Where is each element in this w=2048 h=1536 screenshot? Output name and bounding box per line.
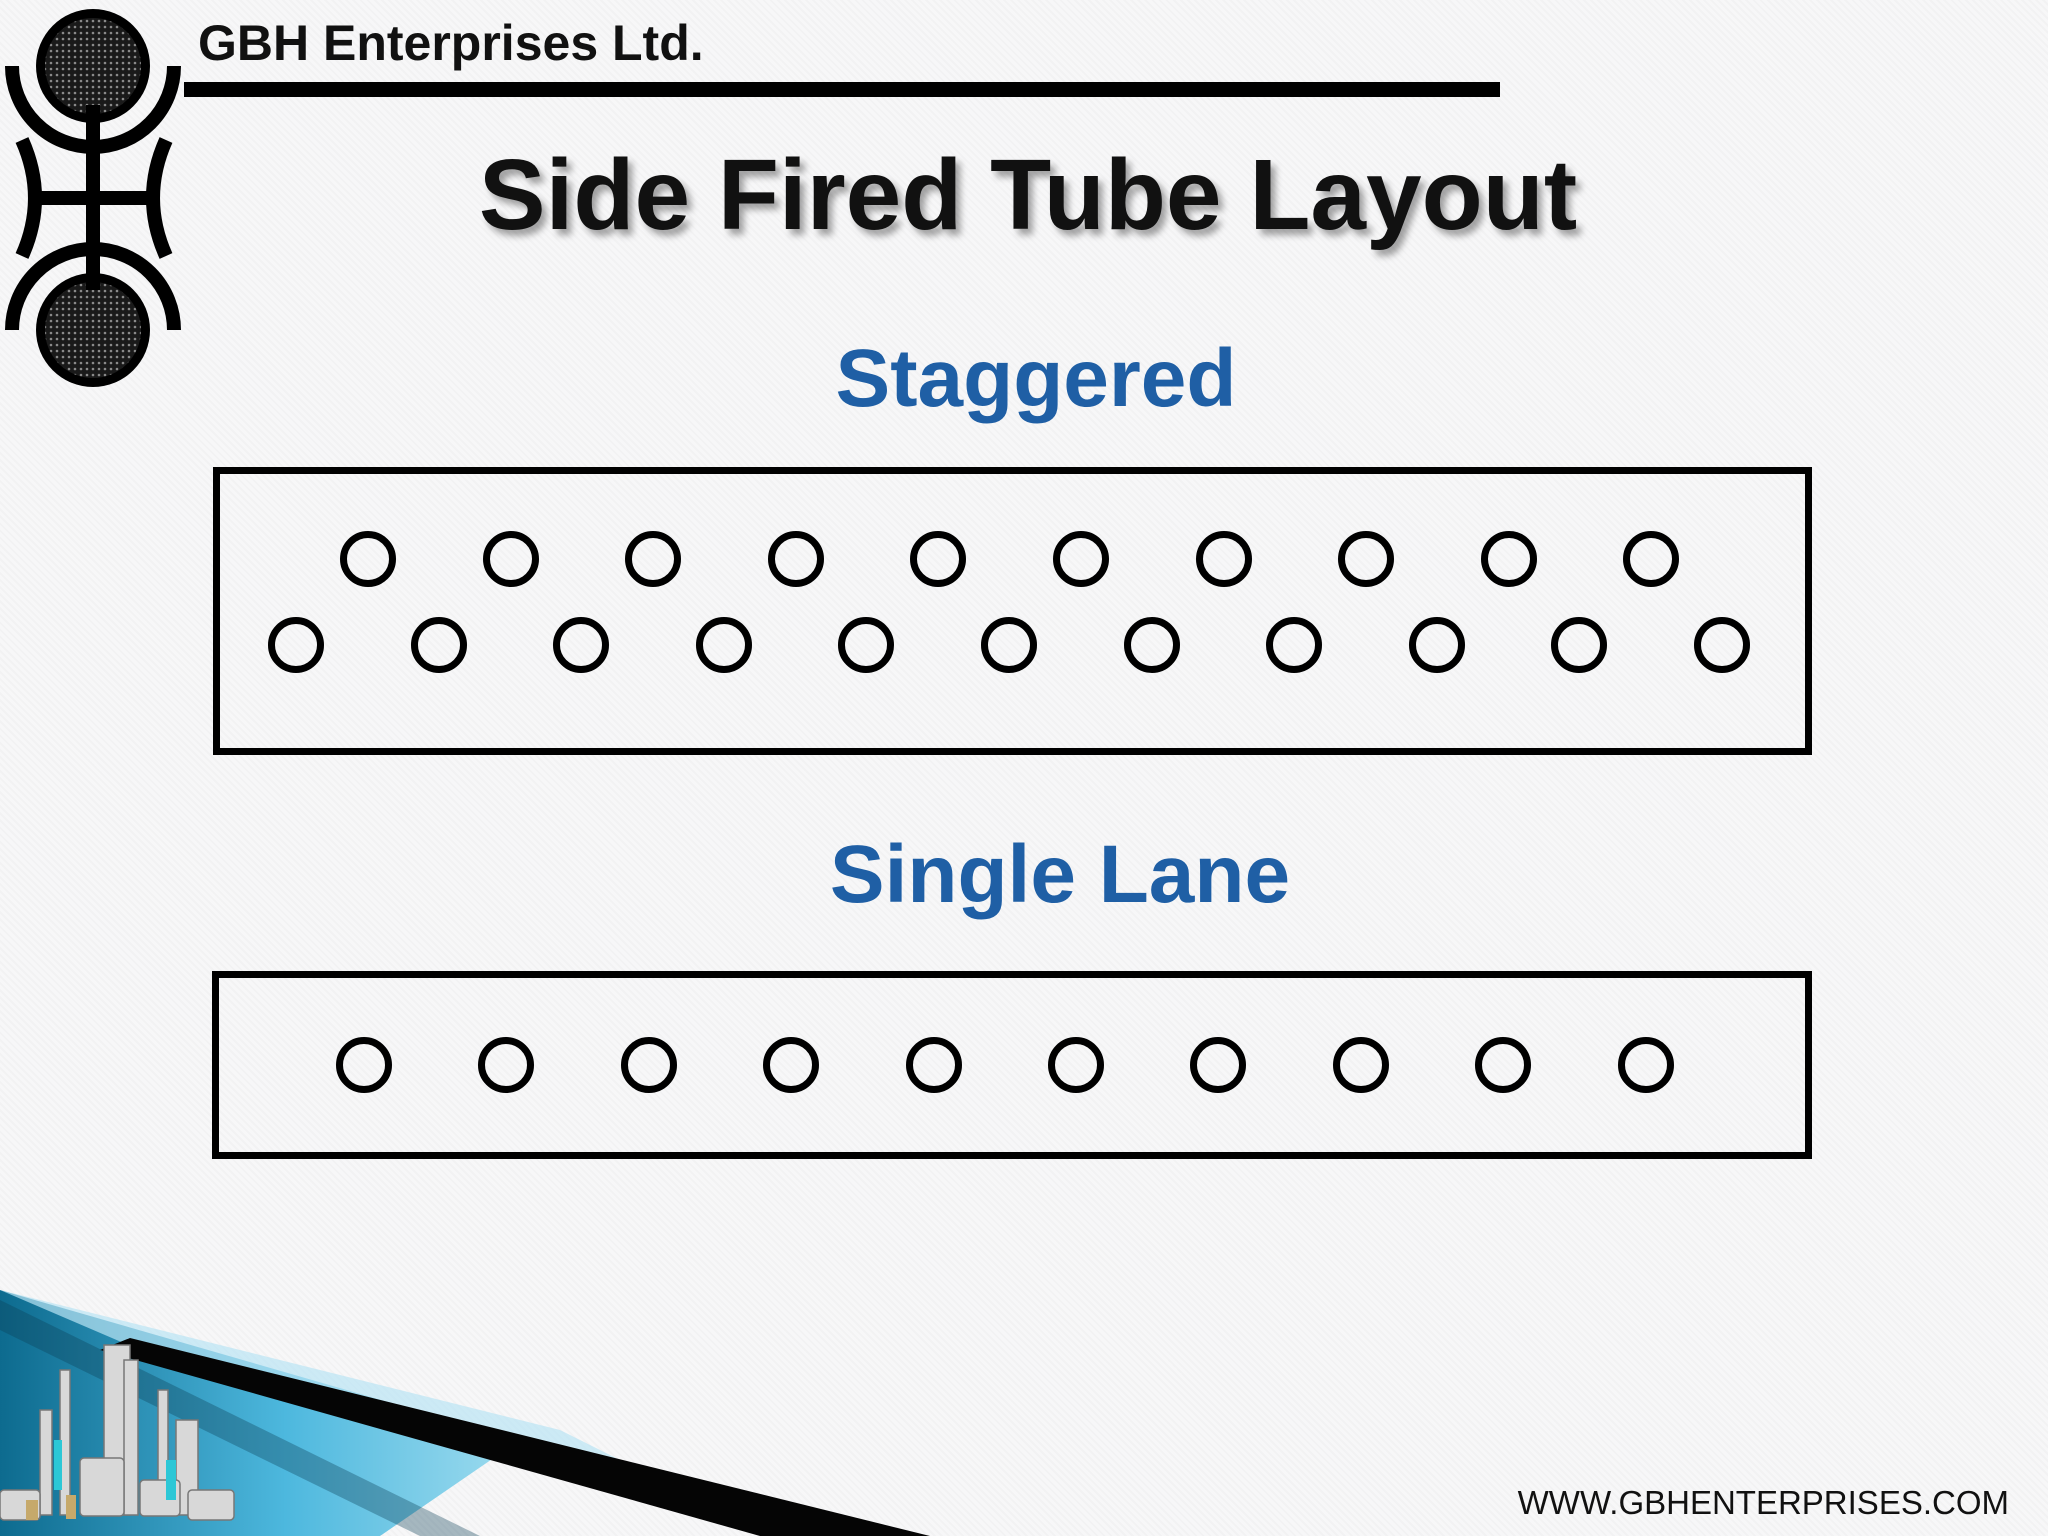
tube-staggered-lower	[1551, 617, 1608, 673]
tube-staggered-upper	[767, 531, 824, 587]
tube-staggered-lower	[695, 617, 752, 673]
tube-single-lane	[336, 1037, 392, 1093]
tube-staggered-lower	[553, 617, 610, 673]
tube-staggered-lower	[1266, 617, 1323, 673]
company-name: GBH Enterprises Ltd.	[198, 15, 704, 71]
tube-staggered-upper	[1195, 531, 1252, 587]
tube-staggered-upper	[1480, 531, 1537, 587]
industrial-plant-banner	[0, 1290, 930, 1536]
tube-staggered-lower	[981, 617, 1037, 673]
header-divider	[184, 82, 1500, 97]
tube-staggered-lower	[838, 617, 895, 673]
company-logo	[5, 9, 181, 387]
tube-staggered-upper	[1623, 531, 1680, 587]
tube-single-lane	[763, 1037, 820, 1093]
tube-staggered-upper	[1338, 531, 1395, 587]
tube-single-lane	[620, 1037, 677, 1093]
single-lane-layout-box	[212, 971, 1812, 1159]
slide-title: Side Fired Tube Layout	[478, 139, 1578, 251]
staggered-layout-box	[213, 467, 1812, 755]
tube-staggered-lower	[1408, 617, 1465, 673]
tube-single-lane	[1617, 1037, 1674, 1093]
tube-staggered-upper	[625, 531, 682, 587]
tube-staggered-upper	[340, 531, 396, 587]
tube-staggered-upper	[910, 531, 967, 587]
tube-single-lane	[1190, 1037, 1247, 1093]
tube-single-lane	[1048, 1037, 1104, 1093]
tube-staggered-upper	[1053, 531, 1109, 587]
tube-staggered-lower	[1123, 617, 1180, 673]
tube-staggered-lower	[268, 617, 324, 673]
tube-staggered-lower	[410, 617, 467, 673]
tube-staggered-lower	[1694, 617, 1750, 673]
footer-website-url: WWW.GBHENTERPRISES.COM	[1517, 1484, 2009, 1521]
single-lane-label: Single Lane	[829, 829, 1291, 920]
tube-staggered-upper	[482, 531, 539, 587]
staggered-label: Staggered	[835, 333, 1237, 424]
tube-single-lane	[1475, 1037, 1532, 1093]
tube-single-lane	[478, 1037, 535, 1093]
tube-single-lane	[1332, 1037, 1389, 1093]
tube-single-lane	[905, 1037, 962, 1093]
